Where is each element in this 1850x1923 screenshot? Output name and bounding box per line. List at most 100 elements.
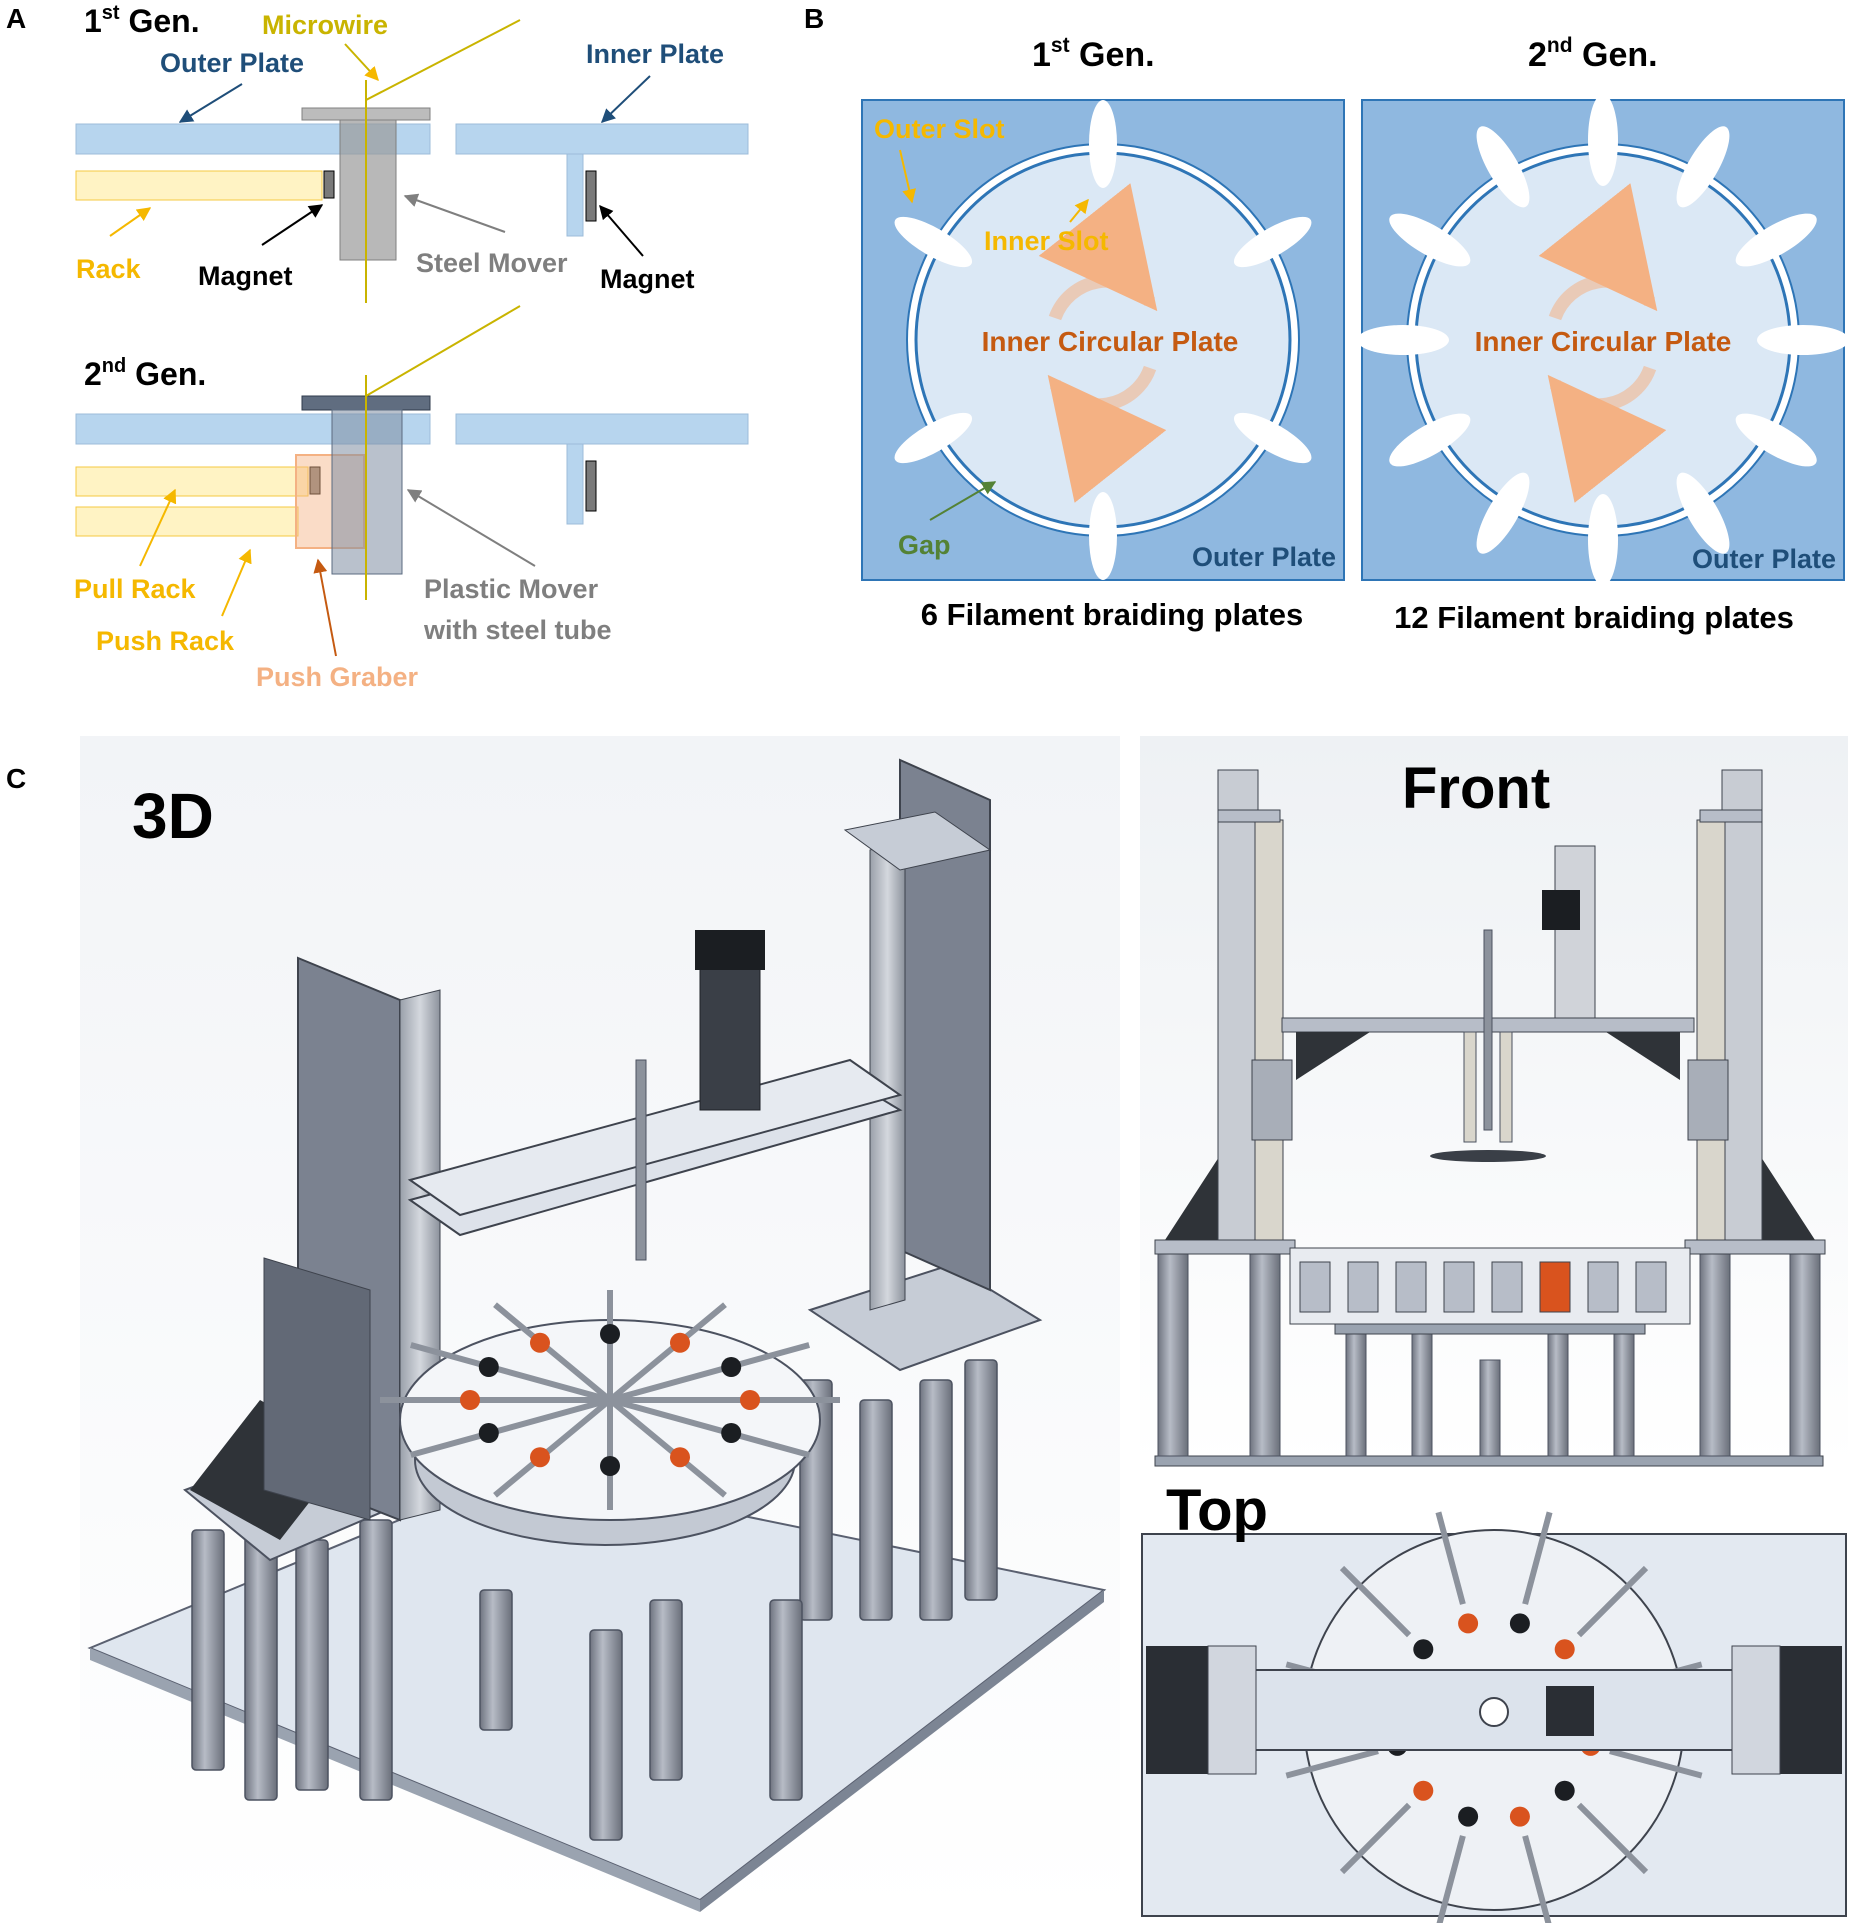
braiding-slot bbox=[1389, 213, 1471, 267]
caption-gen1: 6 Filament braiding plates bbox=[921, 597, 1303, 632]
braiding-plate-gen2: Inner Circular Plate Outer Plate bbox=[1357, 94, 1849, 586]
label-magnet-right: Magnet bbox=[600, 264, 695, 294]
bobbin bbox=[1554, 1639, 1575, 1660]
rotation-arrow-bottom bbox=[1547, 365, 1667, 503]
front-mandrel-guide-left bbox=[1463, 1031, 1477, 1143]
front-right-column bbox=[1721, 769, 1763, 1241]
braiding-slot bbox=[1676, 126, 1730, 208]
front-left-column bbox=[1217, 769, 1259, 1241]
bobbin bbox=[1509, 1806, 1530, 1827]
braiding-slot bbox=[1735, 413, 1817, 467]
front-carrier bbox=[1395, 1261, 1427, 1313]
gen1-steel-mover-body bbox=[339, 119, 397, 261]
bobbin bbox=[721, 1423, 742, 1443]
bobbin bbox=[1509, 1613, 1530, 1634]
bobbin bbox=[1413, 1780, 1434, 1801]
front-right-column-rail bbox=[1696, 819, 1726, 1241]
carrier-spoke bbox=[410, 1342, 611, 1403]
panel-c-3d-view: 3D bbox=[80, 736, 1120, 1919]
carrier-spoke bbox=[1576, 1802, 1649, 1875]
pull-rack-arrow bbox=[139, 488, 177, 567]
label-inner-circular-plate-gen2: Inner Circular Plate bbox=[1475, 326, 1732, 357]
label-inner-plate: Inner Plate bbox=[586, 39, 724, 69]
outer-slot-arrow bbox=[899, 149, 916, 204]
braiding-carrier-group bbox=[380, 1290, 840, 1510]
bobbin bbox=[670, 1332, 690, 1353]
carrier-spoke bbox=[1609, 1748, 1703, 1779]
steel-mover-arrow bbox=[403, 193, 506, 233]
top-stage bbox=[1546, 1686, 1594, 1736]
gen2-inner-plate-stem bbox=[566, 443, 584, 525]
front-legs bbox=[1157, 1253, 1821, 1457]
panel-letter-b: B bbox=[804, 3, 824, 34]
label-inner-circular-plate-gen1: Inner Circular Plate bbox=[982, 326, 1239, 357]
braiding-slot bbox=[1735, 213, 1817, 267]
label-outer-plate-gen1: Outer Plate bbox=[1192, 542, 1336, 572]
carrier-spoke bbox=[1339, 1565, 1412, 1638]
panel-letter-c: C bbox=[6, 763, 26, 794]
braiding-slot bbox=[1588, 494, 1618, 586]
panel-b-gen2-title: 2nd Gen. bbox=[1528, 34, 1658, 74]
bobbin bbox=[478, 1357, 499, 1377]
label-plastic-mover-line1: Plastic Mover bbox=[424, 574, 599, 604]
panel-b-gen1-title: 1st Gen. bbox=[1032, 34, 1155, 74]
magnet-left-arrow bbox=[261, 204, 324, 246]
gen1-magnet-right bbox=[585, 170, 597, 222]
panel-letter-a: A bbox=[6, 3, 26, 34]
base-board-edge bbox=[90, 1648, 700, 1912]
panel-c-front-view: Front bbox=[1140, 736, 1848, 1467]
front-carrier bbox=[1443, 1261, 1475, 1313]
front-right-carriage bbox=[1687, 1059, 1729, 1141]
front-carrier bbox=[1347, 1261, 1379, 1313]
carrier-spoke bbox=[609, 1342, 810, 1403]
bobbin bbox=[1413, 1639, 1434, 1660]
front-carrier bbox=[1539, 1261, 1571, 1313]
braiding-slot bbox=[1089, 100, 1117, 188]
front-right-cap bbox=[1699, 809, 1763, 823]
right-column-top bbox=[843, 811, 992, 871]
bobbin bbox=[670, 1447, 690, 1468]
view-label-top: Top bbox=[1166, 1478, 1268, 1543]
front-carrier bbox=[1635, 1261, 1667, 1313]
carrier-spoke bbox=[1435, 1511, 1466, 1605]
gen2-push-rack bbox=[75, 506, 299, 537]
front-left-gusset bbox=[1165, 1140, 1230, 1240]
front-left-column-rail bbox=[1254, 819, 1284, 1241]
gen2-pull-rack bbox=[75, 466, 309, 497]
braiding-slot bbox=[894, 216, 973, 268]
front-carrier bbox=[1299, 1261, 1331, 1313]
bobbin bbox=[600, 1324, 620, 1344]
front-right-table bbox=[1684, 1239, 1826, 1255]
braiding-slot bbox=[1476, 472, 1530, 554]
braiding-slot bbox=[1476, 126, 1530, 208]
inner-slot-arrow bbox=[1069, 198, 1089, 223]
rotation-arrow-bottom bbox=[1047, 365, 1167, 503]
braiding-slot bbox=[894, 412, 973, 464]
label-magnet-left: Magnet bbox=[198, 261, 293, 291]
braiding-plate-gen1: Inner Circular Plate Outer Slot Inner Sl… bbox=[861, 99, 1345, 581]
panel-a: 1st Gen. 2nd Gen. Microwire Outer Plate … bbox=[74, 2, 749, 692]
bobbin bbox=[478, 1423, 499, 1443]
panel-b: 1st Gen. 2nd Gen. Inner Circular Plate O… bbox=[861, 34, 1849, 635]
label-outer-plate-gen2: Outer Plate bbox=[1692, 544, 1836, 574]
label-plastic-mover-line2: with steel tube bbox=[423, 615, 612, 645]
braiding-slot bbox=[1757, 325, 1849, 355]
carrier-spoke bbox=[493, 1397, 612, 1498]
left-column-lower bbox=[263, 1257, 371, 1521]
stage-motor bbox=[695, 930, 765, 970]
outer-plate-arrow bbox=[178, 83, 243, 123]
braiding-slot bbox=[1233, 216, 1312, 268]
braiding-slot bbox=[1676, 472, 1730, 554]
front-carrier-group bbox=[1299, 1261, 1667, 1313]
top-left-column-plate bbox=[1207, 1645, 1257, 1775]
label-push-rack: Push Rack bbox=[96, 626, 235, 656]
base-board-edge-right bbox=[700, 1590, 1104, 1912]
magnet-right-arrow bbox=[599, 204, 644, 257]
label-push-graber: Push Graber bbox=[256, 662, 419, 692]
gen2-magnet bbox=[585, 460, 597, 512]
gap-arrow bbox=[929, 481, 997, 521]
front-mandrel bbox=[1483, 929, 1493, 1131]
bobbin bbox=[1554, 1780, 1575, 1801]
label-inner-slot: Inner Slot bbox=[984, 226, 1109, 256]
